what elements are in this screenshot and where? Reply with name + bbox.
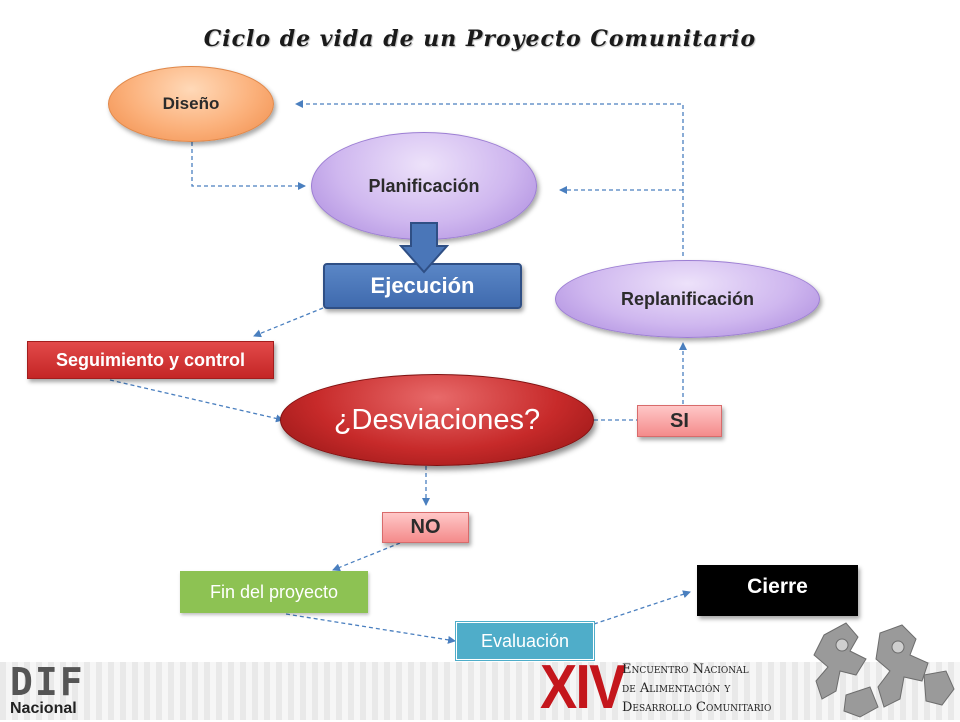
- node-si: SI: [637, 405, 722, 437]
- node-evaluacion: Evaluación: [455, 621, 595, 661]
- connector-replanificacion-diseno: [295, 100, 684, 256]
- down-arrow-icon: [399, 222, 449, 274]
- event-line-3: Desarrollo Comunitario: [622, 700, 772, 715]
- event-name: Encuentro Nacional de Alimentación y Des…: [622, 660, 771, 717]
- connector-evaluacion-cierre: [593, 590, 691, 625]
- footer-band: [0, 662, 960, 720]
- connector-diseno-planificacion: [191, 142, 306, 190]
- diagram-title: Ciclo de vida de un Proyecto Comunitario: [203, 26, 757, 52]
- node-cierre: Cierre: [697, 565, 858, 616]
- event-line-2: de Alimentación y: [622, 681, 731, 696]
- node-ejecucion: Ejecución: [323, 263, 522, 309]
- dif-logo: DIF Nacional: [6, 662, 83, 718]
- aztec-glyph-icon: [813, 622, 955, 718]
- event-line-1: Encuentro Nacional: [622, 662, 749, 677]
- connector-no-fin: [332, 542, 401, 572]
- dif-logo-subtitle: Nacional: [10, 700, 77, 717]
- node-fin-del-proyecto: Fin del proyecto: [180, 571, 368, 613]
- dif-logo-letters: DIF: [10, 660, 85, 704]
- node-desviaciones: ¿Desviaciones?: [280, 374, 594, 466]
- node-replanificacion: Replanificación: [555, 260, 820, 338]
- node-no: NO: [382, 512, 469, 543]
- connector-ejecucion-seguimiento: [253, 307, 324, 338]
- edition-numeral: XIV: [540, 653, 626, 722]
- connector-fin-evaluacion: [285, 613, 456, 644]
- node-seguimiento: Seguimiento y control: [27, 341, 274, 379]
- node-diseno: Diseño: [108, 66, 274, 142]
- connector-seguimiento-desviaciones: [109, 379, 284, 423]
